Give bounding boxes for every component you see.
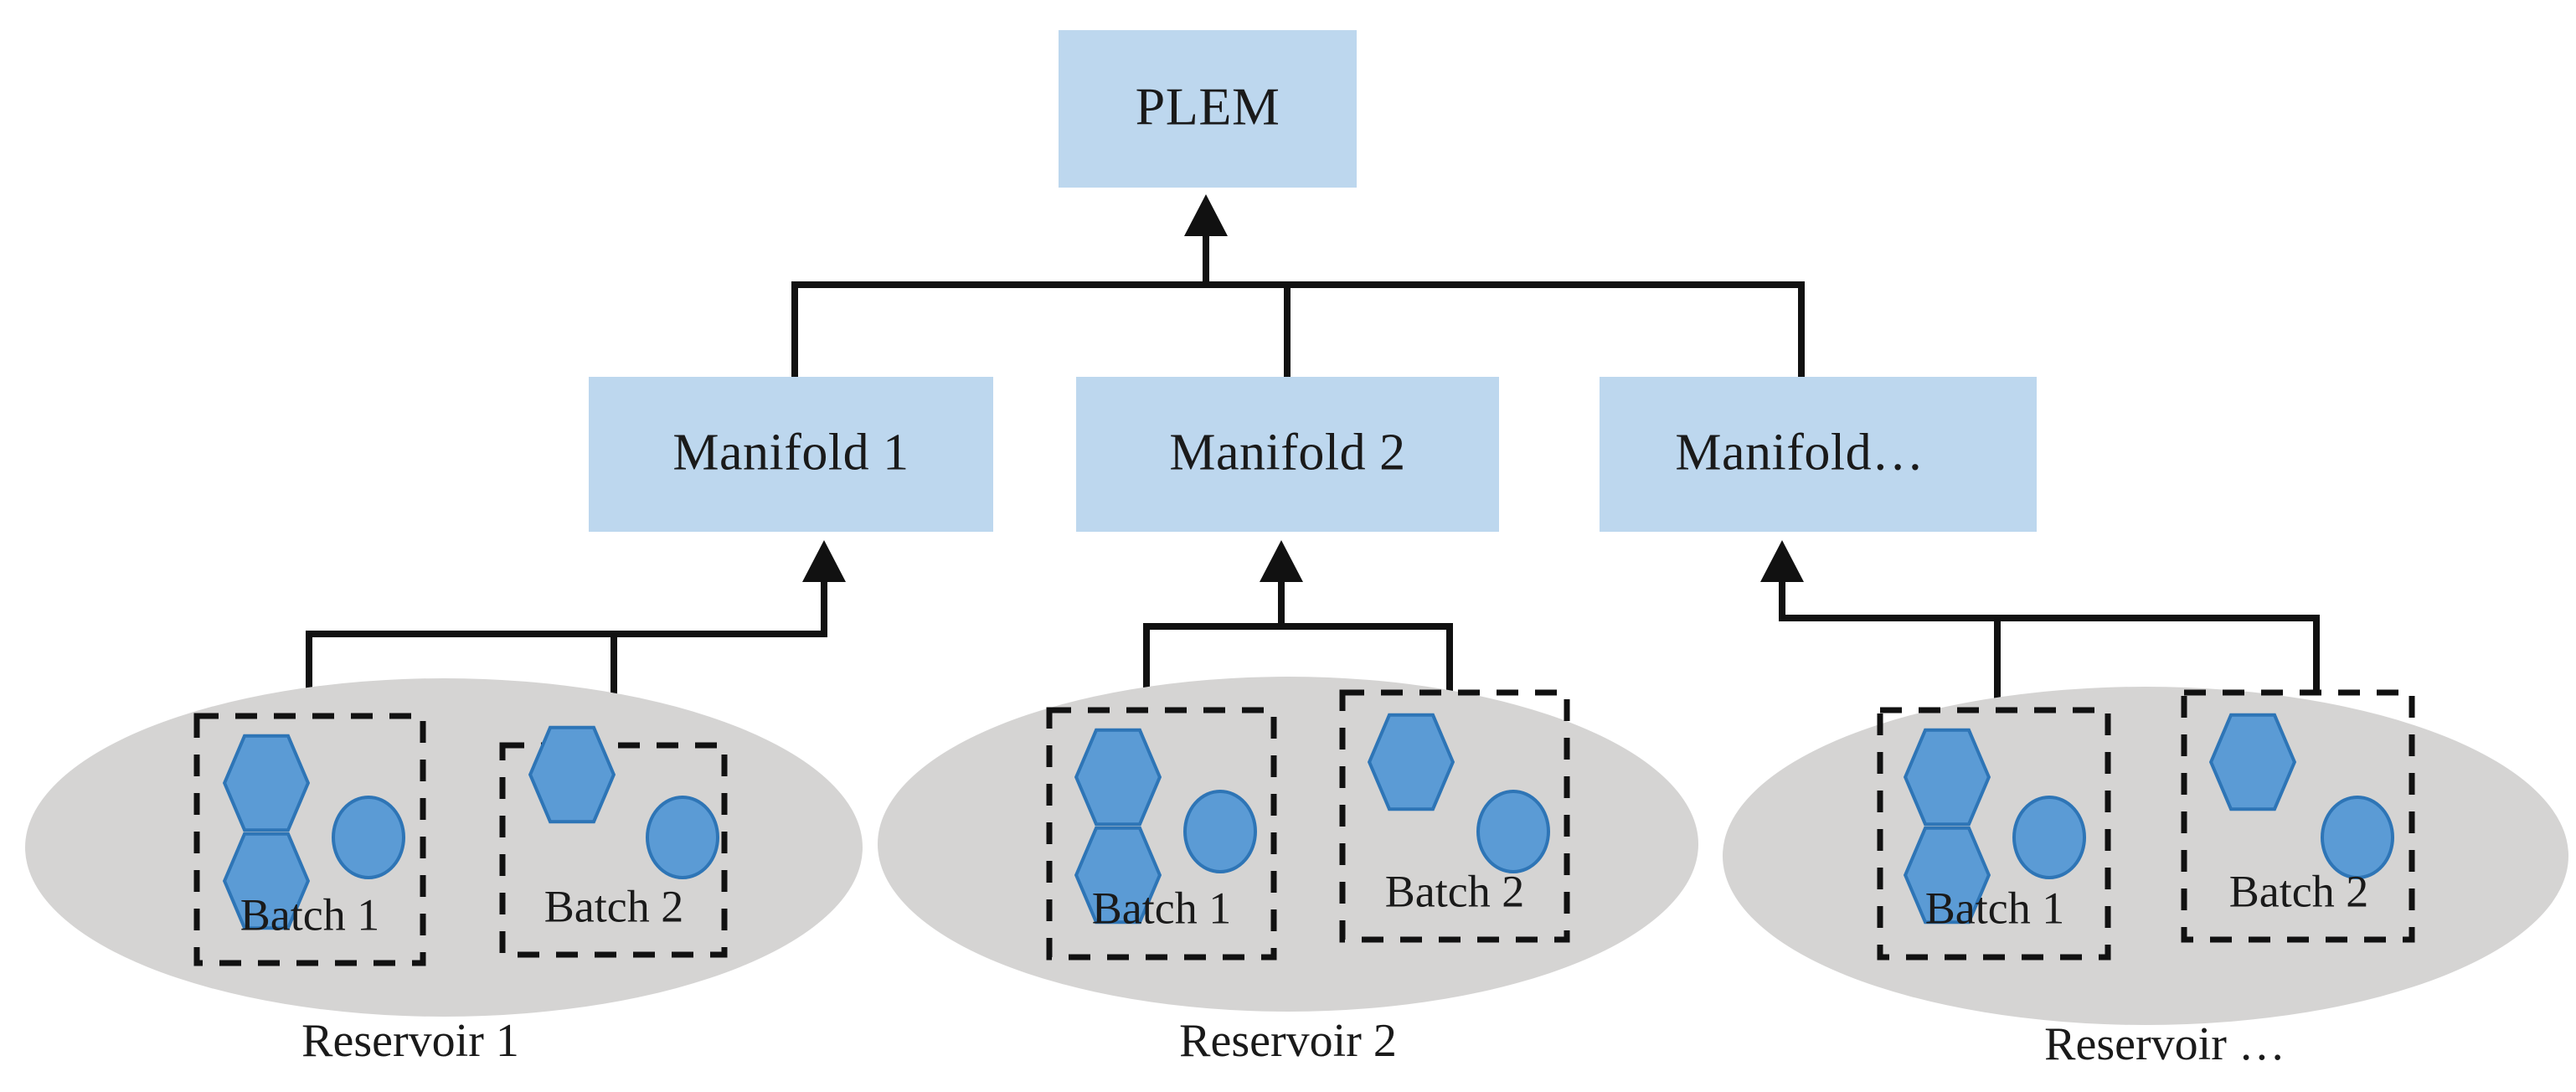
reservoir-label: Reservoir … <box>2044 1018 2285 1070</box>
batch-box-outline <box>1877 707 2111 961</box>
manifold-node-2[interactable]: Manifold 2 <box>1076 377 1499 532</box>
batch-group-1-2: Batch 2 <box>499 725 728 958</box>
hexagon-well-icon <box>1367 713 1455 811</box>
hexagon-well-icon <box>1903 728 1991 827</box>
circle-well-icon <box>646 796 719 879</box>
batch-group-2-2: Batch 2 <box>1339 689 1570 943</box>
reservoir-label: Reservoir 2 <box>1179 1015 1397 1067</box>
reservoir-ellipse-1 <box>25 678 863 1017</box>
manifold-arrow-head-2 <box>1260 540 1303 582</box>
batch-group-1-1: Batch 1 <box>193 713 426 966</box>
circle-well-icon <box>1476 790 1550 873</box>
node-layer: Manifold 1 Manifold 2 Manifold… PLEM <box>589 30 2037 532</box>
hexagon-well-icon <box>222 832 311 930</box>
hexagon-well-icon <box>1903 826 1991 925</box>
hexagon-well-icon <box>1074 826 1162 925</box>
batch-box-outline <box>1046 707 1277 961</box>
batch-box-outline <box>2181 689 2415 943</box>
batch-label: Batch 2 <box>1385 866 1524 916</box>
hexagon-well-icon <box>222 734 311 832</box>
hexagon-well-icon <box>1074 728 1162 827</box>
batch-label: Batch 2 <box>2229 866 2368 916</box>
manifold-arrow-head-3 <box>1760 540 1804 582</box>
reservoir-group-1: Batch 1 Batch 2 Reservoir 1 <box>25 678 863 1067</box>
circle-well-icon <box>2321 796 2394 879</box>
batch-label: Batch 1 <box>240 889 379 940</box>
manifold-box-2[interactable] <box>1076 377 1499 532</box>
batch-label: Batch 1 <box>1092 883 1231 933</box>
plem-box[interactable] <box>1059 30 1357 188</box>
reservoir-group-3: Batch 1 Batch 2 Reservoir … <box>1723 687 2568 1070</box>
circle-well-icon <box>2012 796 2086 879</box>
batch-group-3-2: Batch 2 <box>2181 689 2415 943</box>
reservoir-group-2: Batch 1 Batch 2 Reservoir 2 <box>878 677 1698 1067</box>
circle-well-icon <box>332 796 405 879</box>
batch-group-2-1: Batch 1 <box>1046 707 1277 961</box>
reservoir-layer: Batch 1 Batch 2 Reservoir 1 Batch 1 Batch 2 R… <box>25 677 2568 1070</box>
manifold-label-3: Manifold… <box>1675 425 1924 482</box>
batch-label: Batch 2 <box>544 881 683 931</box>
manifold-box-3[interactable] <box>1600 377 2037 532</box>
plem-arrow-head <box>1184 194 1228 236</box>
manifold-node-1[interactable]: Manifold 1 <box>589 377 993 532</box>
batch-group-3-1: Batch 1 <box>1877 707 2111 961</box>
manifold-label-2: Manifold 2 <box>1169 425 1405 482</box>
reservoir-ellipse-3 <box>1723 687 2568 1025</box>
manifold-label-1: Manifold 1 <box>672 425 909 482</box>
batch-label: Batch 1 <box>1925 883 2064 933</box>
batch-box-outline <box>499 742 728 958</box>
hexagon-well-icon <box>2208 713 2297 811</box>
reservoir-label: Reservoir 1 <box>301 1015 519 1067</box>
batch-box-outline <box>1339 689 1570 943</box>
manifold-box-1[interactable] <box>589 377 993 532</box>
connector-layer <box>306 194 2320 745</box>
batch-box-outline <box>193 713 426 966</box>
manifold-arrow-head-1 <box>802 540 846 582</box>
reservoir-ellipse-2 <box>878 677 1698 1012</box>
hexagon-well-icon <box>528 725 616 824</box>
circle-well-icon <box>1183 790 1257 873</box>
manifold-node-3[interactable]: Manifold… <box>1600 377 2037 532</box>
plem-label: PLEM <box>1136 77 1280 136</box>
plem-node[interactable]: PLEM <box>1059 30 1357 188</box>
